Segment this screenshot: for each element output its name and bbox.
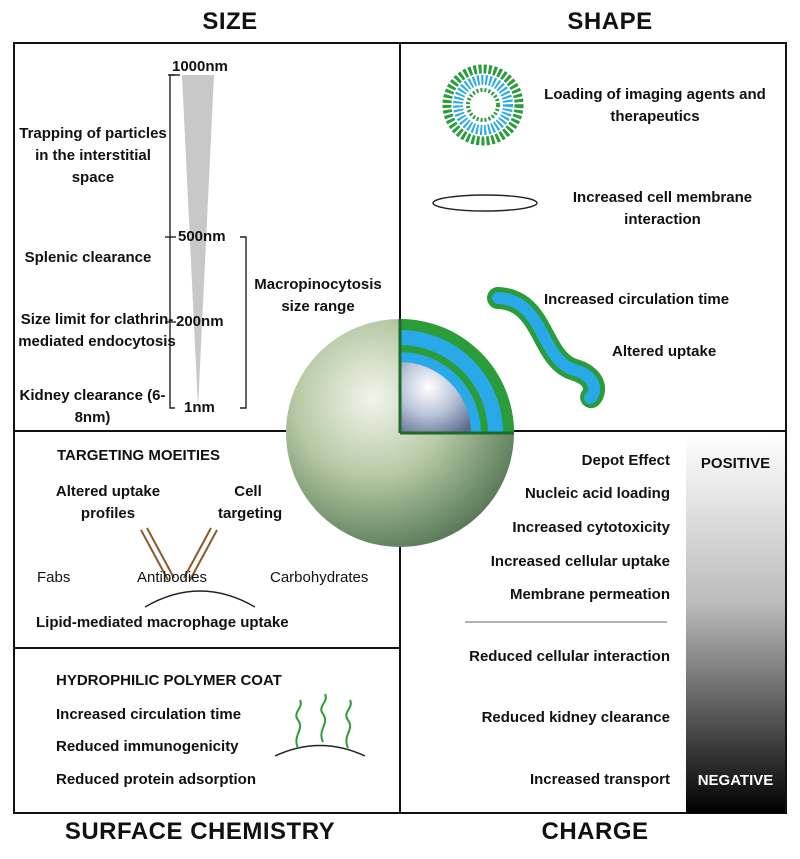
charge-pos-cellular-uptake: Increased cellular uptake [490,553,670,570]
worm-micelle-icon [487,287,606,409]
polymer-item-circulation: Increased circulation time [56,706,242,723]
macropinocytosis-label: Macropinocytosis size range [254,276,382,315]
size-heading: SIZE [202,8,258,35]
kidney-label: Kidney clearance (6-8nm) [19,387,166,426]
antibody-icon [140,527,218,581]
charge-gradient-bar [686,432,785,813]
charge-pos-cytotoxicity: Increased cytotoxicity [512,519,670,536]
cell-targeting-label: Cell targeting [218,483,283,522]
membrane-arc [144,590,256,608]
surface-divider [13,647,400,649]
trapping-label: Trapping of particles in the interstitia… [19,125,167,186]
shape-heading: SHAPE [567,8,653,35]
altered-uptake-label: Altered uptake profiles [55,483,161,522]
charge-pos-membrane: Membrane permeation [509,586,670,603]
scale-1nm: 1nm [184,399,215,416]
shape-label-circulation: Increased circulation time [544,291,730,308]
targeting-title: TARGETING MOEITIES [57,447,221,464]
surface-chemistry-heading: SURFACE CHEMISTRY [64,818,336,845]
polymer-chain-icon [295,693,352,749]
charge-neg-transport: Increased transport [529,771,670,788]
negative-label: NEGATIVE [697,772,774,789]
charge-pos-depot: Depot Effect [581,452,670,469]
scale-1000nm: 1000nm [172,58,228,75]
polymer-item-protein: Reduced protein adsorption [56,771,257,788]
positive-label: POSITIVE [700,455,771,472]
shape-label-loading: Loading of imaging agents and therapeuti… [544,86,766,125]
fabs-label: Fabs [37,569,71,586]
shape-label-membrane: Increased cell membrane interaction [572,189,753,228]
shape-label-uptake: Altered uptake [612,343,717,360]
splenic-label: Splenic clearance [24,249,152,266]
clathrin-label: Size limit for clathrin-mediated endocyt… [18,311,176,350]
antibodies-label: Antibodies [137,569,208,586]
disc-particle-icon [432,194,538,212]
lipid-mediated-label: Lipid-mediated macrophage uptake [36,614,289,631]
polymer-coat-title: HYDROPHILIC POLYMER COAT [56,672,282,689]
charge-neg-kidney: Reduced kidney clearance [481,709,670,726]
macro-bracket [240,236,247,409]
polymer-item-immunogenicity: Reduced immunogenicity [56,738,239,755]
charge-pos-nucleic: Nucleic acid loading [524,485,670,502]
charge-heading: CHARGE [541,818,649,845]
charge-neg-reduced-interaction: Reduced cellular interaction [469,648,670,665]
nanoparticle-cutaway [398,319,514,435]
carbohydrates-label: Carbohydrates [270,569,369,586]
size-wedge [182,75,214,408]
scale-500nm: 500nm [178,228,226,245]
spherical-micelle-icon [442,64,524,146]
scale-200nm: 200nm [176,313,224,330]
